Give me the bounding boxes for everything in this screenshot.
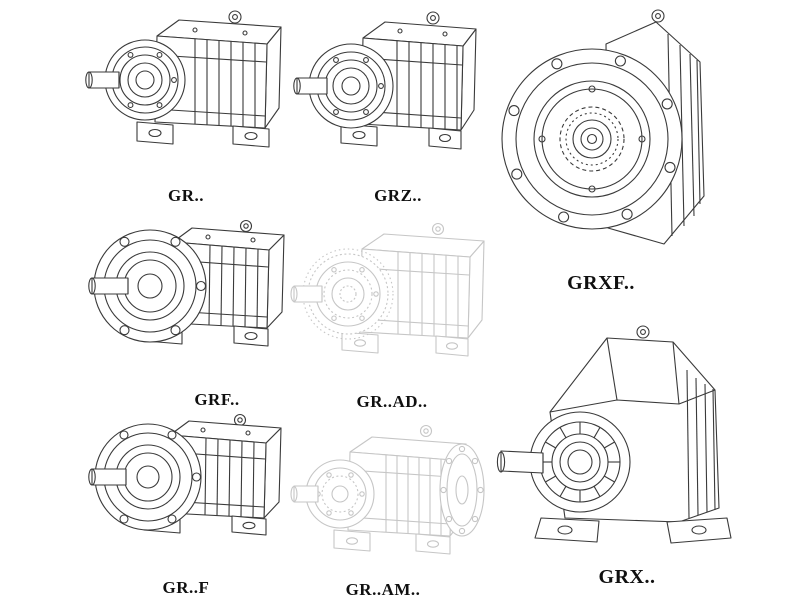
cell-gr-am bbox=[290, 418, 490, 578]
gr-ad-gearbox-drawing bbox=[290, 222, 485, 357]
grx-label: GRX.. bbox=[598, 566, 656, 588]
grf-gearbox-drawing bbox=[88, 219, 285, 347]
cell-grx bbox=[495, 312, 735, 562]
gr-gearbox-drawing bbox=[85, 10, 282, 148]
grxf-label: GRXF.. bbox=[567, 272, 635, 294]
cell-gr bbox=[85, 6, 285, 184]
gr-ad-label: GR..AD.. bbox=[356, 392, 428, 411]
cell-grf bbox=[88, 216, 293, 386]
gr-f-label: GR..F bbox=[162, 578, 210, 597]
cell-grxf bbox=[498, 4, 720, 266]
grz-gearbox-drawing bbox=[293, 11, 477, 150]
cell-gr-f bbox=[88, 410, 293, 572]
gr-label: GR.. bbox=[168, 186, 204, 205]
grz-label: GRZ.. bbox=[374, 186, 422, 205]
grx-gearbox-drawing bbox=[496, 325, 732, 544]
cell-gr-ad bbox=[290, 216, 490, 388]
cell-grz bbox=[293, 6, 480, 184]
grf-label: GRF.. bbox=[194, 390, 240, 409]
grxf-gearbox-drawing bbox=[501, 9, 705, 245]
gr-f-gearbox-drawing bbox=[88, 413, 282, 536]
gr-am-label: GR..AM.. bbox=[345, 580, 421, 599]
gr-am-gearbox-drawing bbox=[290, 424, 485, 555]
